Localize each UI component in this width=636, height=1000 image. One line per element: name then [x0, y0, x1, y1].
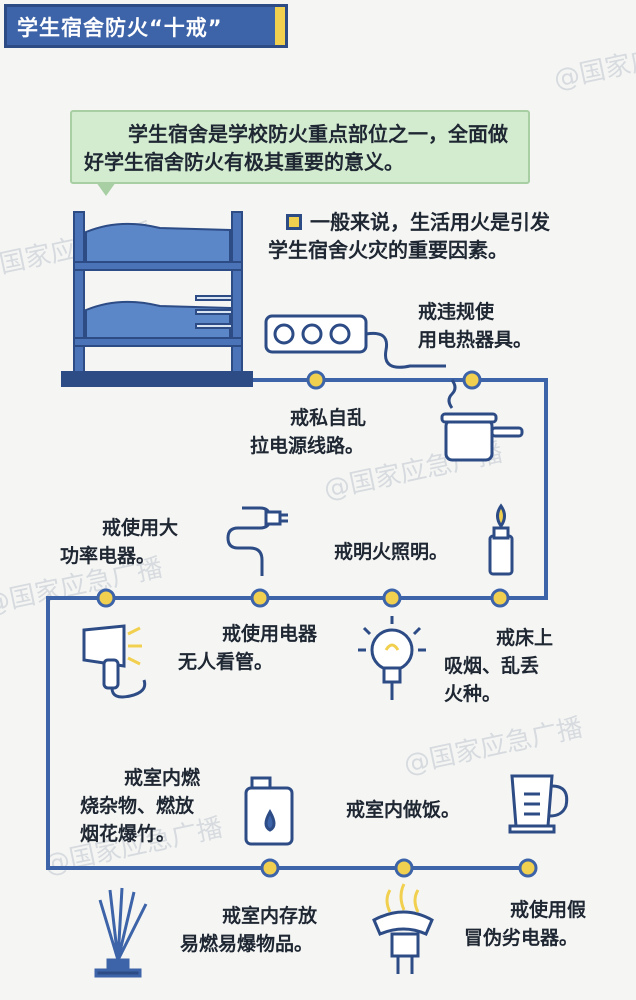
page-title: 学生宿舍防火“十戒”	[17, 16, 223, 40]
timeline-node	[394, 858, 414, 878]
light-bulb-icon	[358, 616, 426, 700]
rule-10-line2: 冒伪劣电器。	[464, 927, 579, 949]
rule-7: 戒室内燃 烧杂物、燃放 烟花爆竹。	[80, 764, 200, 848]
subtitle-text: 一般来说，生活用火是引发学生宿舍火灾的重要因素。	[268, 210, 550, 262]
rule-9-line1: 戒室内存放	[222, 905, 318, 927]
subtitle-marker	[286, 214, 302, 230]
rule-5: 戒使用电器 无人看管。	[178, 620, 317, 676]
timeline-node	[260, 858, 280, 878]
burning-plug-icon	[372, 883, 434, 974]
timeline-nodes	[96, 370, 538, 878]
rule-2-line2: 拉电源线路。	[250, 435, 365, 457]
rule-6-line3: 火种。	[444, 683, 502, 705]
rule-5-line2: 无人看管。	[178, 651, 274, 673]
rule-6-line2: 吸烟、乱丢	[444, 655, 540, 677]
lighter-icon	[488, 503, 514, 576]
rule-6: 戒床上 吸烟、乱丢 火种。	[444, 624, 553, 708]
banner-accent-stripe	[275, 7, 285, 45]
rule-7-line2: 烧杂物、燃放	[80, 795, 195, 817]
bunk-bed-icon	[61, 211, 253, 387]
timeline-node	[96, 588, 116, 608]
rule-4-line1: 戒明火照明。	[334, 541, 449, 563]
sparkler-icon	[94, 887, 148, 978]
rule-8: 戒室内做饭。	[346, 796, 460, 824]
rule-1: 戒违规使 用电热器具。	[418, 298, 532, 354]
rule-3-line1: 戒使用大	[102, 517, 179, 539]
intro-box: 学生宿舍是学校防火重点部位之一，全面做好学生宿舍防火有极其重要的意义。	[70, 110, 530, 184]
rule-3-line2: 功率电器。	[60, 545, 156, 567]
rule-9: 戒室内存放 易燃易爆物品。	[180, 902, 317, 958]
rule-8-line1: 戒室内做饭。	[346, 799, 461, 821]
fuel-can-icon	[244, 776, 294, 846]
power-strip-icon	[264, 314, 446, 369]
header-banner: 学生宿舍防火“十戒”	[4, 4, 288, 48]
rule-4: 戒明火照明。	[334, 538, 448, 566]
rule-3: 戒使用大 功率电器。	[60, 514, 178, 570]
rule-2: 戒私自乱 拉电源线路。	[250, 404, 366, 460]
timeline-node	[518, 858, 538, 878]
timeline-node	[490, 588, 510, 608]
rule-1-line2: 用电热器具。	[418, 329, 533, 351]
hair-dryer-icon	[82, 624, 147, 699]
rule-7-line3: 烟花爆竹。	[80, 823, 176, 845]
electric-pot-icon	[440, 379, 524, 462]
timeline-node	[462, 370, 482, 390]
rule-7-line1: 戒室内燃	[124, 767, 201, 789]
timeline-node	[306, 370, 326, 390]
kettle-icon	[508, 774, 569, 834]
intro-box-tail	[96, 182, 116, 196]
rule-10-line1: 戒使用假	[510, 899, 587, 921]
rule-5-line1: 戒使用电器	[222, 623, 318, 645]
plug-cable-icon	[226, 506, 288, 576]
rule-2-line1: 戒私自乱	[290, 407, 367, 429]
timeline-node	[382, 588, 402, 608]
rule-9-line2: 易燃易爆物品。	[180, 933, 314, 955]
rule-10: 戒使用假 冒伪劣电器。	[464, 896, 586, 952]
intro-text: 学生宿舍是学校防火重点部位之一，全面做好学生宿舍防火有极其重要的意义。	[84, 122, 508, 174]
rule-6-line1: 戒床上	[496, 627, 554, 649]
rule-1-line1: 戒违规使	[418, 301, 495, 323]
timeline-node	[250, 588, 270, 608]
